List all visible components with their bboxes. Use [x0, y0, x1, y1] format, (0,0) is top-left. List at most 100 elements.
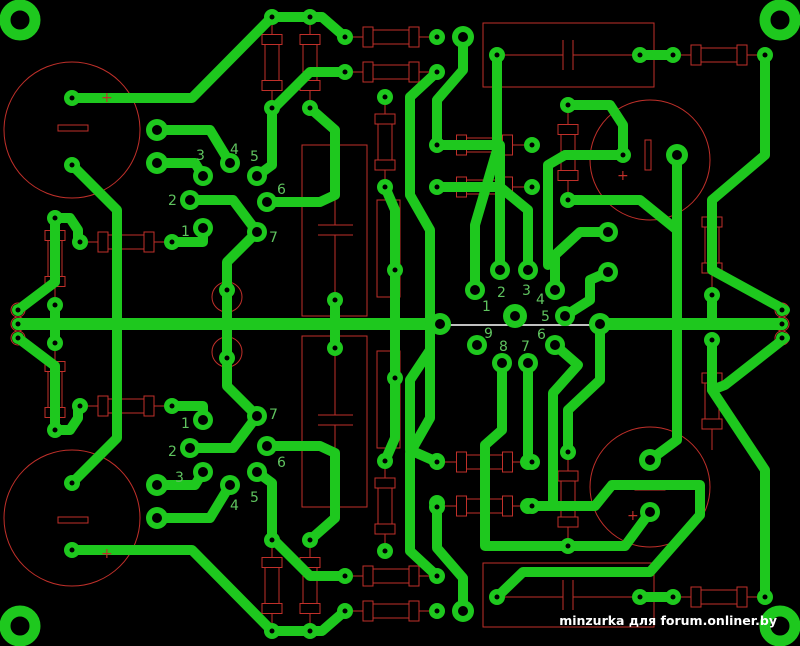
- pin-label: 2: [168, 193, 177, 209]
- solder-pad: [220, 475, 240, 495]
- solder-pad: [377, 543, 393, 559]
- solder-pad: [72, 234, 88, 250]
- connector-pad: [12, 332, 24, 344]
- resistor-outline: [299, 17, 321, 108]
- solder-pad: [429, 568, 445, 584]
- solder-pad: [429, 137, 445, 153]
- solder-pad: [47, 422, 63, 438]
- solder-pad: [555, 306, 575, 326]
- cap-symbol: [57, 124, 89, 132]
- electrolytic-cap-outline: [3, 449, 141, 587]
- solder-pad: [377, 89, 393, 105]
- solder-pad: [704, 332, 720, 348]
- solder-pad: [640, 502, 660, 522]
- solder-pad: [64, 542, 80, 558]
- pin-label: 5: [250, 490, 259, 506]
- pin-label: 4: [230, 498, 239, 514]
- pin-label: 7: [521, 339, 530, 355]
- mounting-hole: [0, 605, 41, 646]
- solder-pad: [518, 260, 538, 280]
- electrolytic-cap-outline: [3, 61, 141, 199]
- solder-pad: [72, 398, 88, 414]
- solder-pad: [64, 475, 80, 491]
- connector-pad: [776, 304, 788, 316]
- solder-pad: [704, 287, 720, 303]
- cap-symbol: [644, 139, 652, 171]
- solder-pad: [47, 210, 63, 226]
- solder-pad: [337, 64, 353, 80]
- solder-pad: [377, 179, 393, 195]
- pin-label: 7: [269, 407, 278, 423]
- connector-pad: [776, 332, 788, 344]
- solder-pad: [337, 603, 353, 619]
- solder-pad: [665, 589, 681, 605]
- resistor-outline: [299, 540, 321, 631]
- solder-pad: [146, 152, 168, 174]
- solder-pad: [219, 282, 235, 298]
- solder-pad: [757, 47, 773, 63]
- solder-pad: [146, 474, 168, 496]
- solder-pad: [164, 398, 180, 414]
- cap-symbol: [57, 516, 89, 524]
- solder-pad: [524, 454, 540, 470]
- pin-label: 3: [175, 470, 184, 486]
- solder-pad: [193, 462, 213, 482]
- resistor-outline: [261, 540, 283, 631]
- pin-label: 4: [230, 142, 239, 158]
- pin-label: 2: [497, 285, 506, 301]
- solder-pad: [589, 313, 611, 335]
- solder-pad: [757, 589, 773, 605]
- resistor-outline: [261, 17, 283, 108]
- solder-pad: [64, 90, 80, 106]
- solder-pad: [146, 119, 168, 141]
- solder-pad: [247, 406, 267, 426]
- solder-pad: [632, 589, 648, 605]
- solder-pad: [560, 192, 576, 208]
- solder-pad: [467, 335, 487, 355]
- solder-pad: [518, 353, 538, 373]
- solder-pad: [180, 438, 200, 458]
- solder-pad: [302, 100, 318, 116]
- resistor-outline: [673, 586, 765, 608]
- electrolytic-cap-outline: [589, 426, 711, 548]
- solder-pad: [492, 353, 512, 373]
- solder-pad: [193, 166, 213, 186]
- solder-pad: [327, 340, 343, 356]
- solder-pad: [193, 218, 213, 238]
- solder-pad: [452, 26, 474, 48]
- solder-pad: [598, 222, 618, 242]
- solder-pad: [47, 297, 63, 313]
- pin-label: 8: [499, 339, 508, 355]
- solder-pad: [327, 292, 343, 308]
- solder-pad: [598, 262, 618, 282]
- solder-pad: [264, 100, 280, 116]
- solder-pad: [247, 222, 267, 242]
- solder-pad: [560, 444, 576, 460]
- solder-pad: [387, 370, 403, 386]
- solder-pad: [302, 532, 318, 548]
- pin-label: 5: [541, 309, 550, 325]
- solder-pad: [146, 507, 168, 529]
- solder-pad: [264, 532, 280, 548]
- solder-pad: [247, 462, 267, 482]
- solder-pad: [264, 9, 280, 25]
- solder-pad: [560, 97, 576, 113]
- solder-pad: [220, 153, 240, 173]
- pin-label: 5: [250, 149, 259, 165]
- solder-pad: [560, 538, 576, 554]
- solder-pad: [302, 9, 318, 25]
- solder-pad: [429, 313, 451, 335]
- solder-pad: [666, 144, 688, 166]
- solder-pad: [180, 190, 200, 210]
- pin-label: 9: [484, 326, 493, 342]
- resistor-outline: [345, 61, 437, 83]
- pin-label: 4: [536, 292, 545, 308]
- solder-pad: [524, 179, 540, 195]
- pin-label: 3: [196, 148, 205, 164]
- solder-pad: [387, 262, 403, 278]
- resistor-outline: [673, 44, 765, 66]
- solder-pad: [452, 600, 474, 622]
- resistor-outline: [374, 461, 396, 551]
